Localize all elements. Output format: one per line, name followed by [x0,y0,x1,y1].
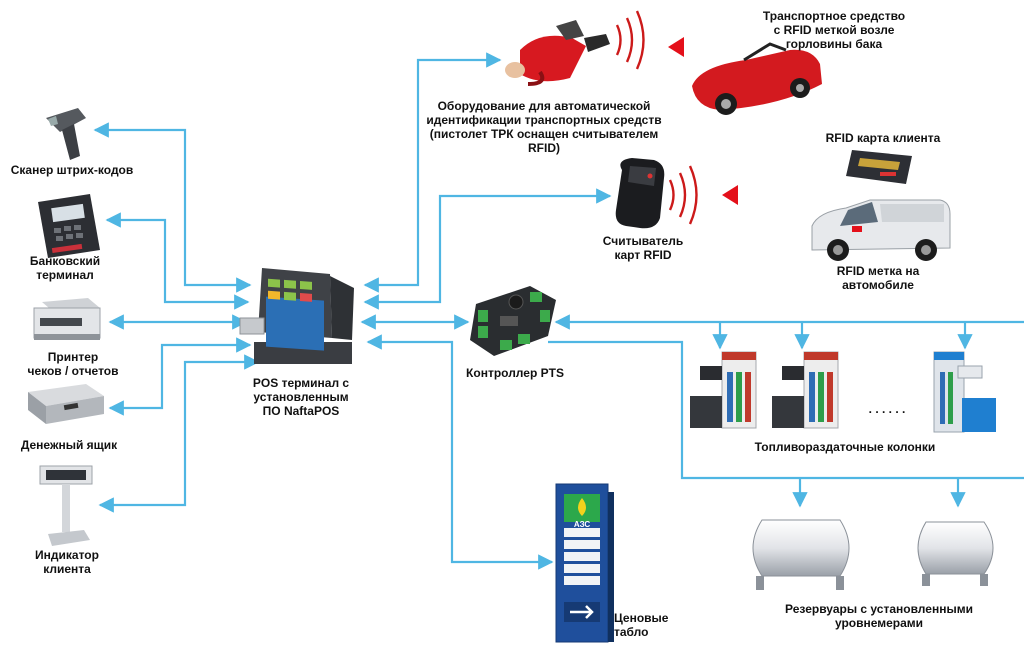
price-board-icon: АЗС [555,483,614,643]
connector-customer-display [98,354,260,513]
connector-scanner [93,122,252,293]
pos-terminal-icon [239,268,354,364]
printer-icon [33,298,101,340]
label-cash-drawer: Денежный ящик [20,438,118,452]
barcode-scanner-icon [46,108,86,160]
tank-1 [752,519,850,590]
fuel-nozzle-icon [505,20,610,86]
label-rfid-tag-vehicle: RFID метка на автомобиле [836,264,920,292]
label-vehicle-tag-tank: Транспортное средство с RFID меткой возл… [762,9,906,51]
label-card-reader: Считыватель карт RFID [602,234,684,262]
label-bank-terminal: Банковский терминал [29,254,101,282]
label-pos-terminal: POS терминал с установленным ПО NaftaPOS [252,376,350,418]
label-fuel-dispensers: Топливораздаточные колонки [754,440,936,454]
cash-drawer-icon [28,384,104,424]
connector-tanks [548,340,1024,480]
rfid-reader-icon [615,158,665,229]
fuel-dispenser-1 [690,351,757,429]
label-printer: Принтер чеков / отчетов [27,350,119,378]
connector-auto-id [363,52,502,293]
connector-bank-terminal [105,212,250,310]
label-dispenser-ellipsis: . . . . . . [868,402,906,416]
tank-2 [917,521,994,586]
pts-controller-icon [470,286,556,356]
label-pts-controller: Контроллер PTS [466,366,564,380]
bank-terminal-icon [38,194,100,258]
rfid-waves-middle [668,165,698,225]
price-board-sign: АЗС [574,520,591,529]
customer-display-icon [39,465,93,546]
fuel-dispenser-3 [933,351,996,433]
rfid-arrow-top [668,37,740,57]
red-car-icon [692,42,822,115]
connector-lines [93,52,1024,570]
label-auto-id-equipment: Оборудование для автоматической идентифи… [426,99,662,155]
label-customer-display: Индикатор клиента [35,548,99,576]
rfid-arrow-middle [722,185,832,205]
rfid-card-icon [846,150,912,184]
white-van-icon [811,199,951,261]
rfid-waves-top [615,10,645,70]
label-tanks: Резервуары с установленными уровнемерами [785,602,973,630]
fuel-dispenser-2 [772,351,839,429]
connector-card-reader [363,188,612,310]
label-barcode-scanner: Сканер штрих-кодов [10,163,134,177]
label-rfid-client-card: RFID карта клиента [825,131,941,145]
connector-cash-drawer [108,337,252,416]
label-price-board: Ценовые табло [614,611,669,639]
connector-price-board [366,334,554,570]
